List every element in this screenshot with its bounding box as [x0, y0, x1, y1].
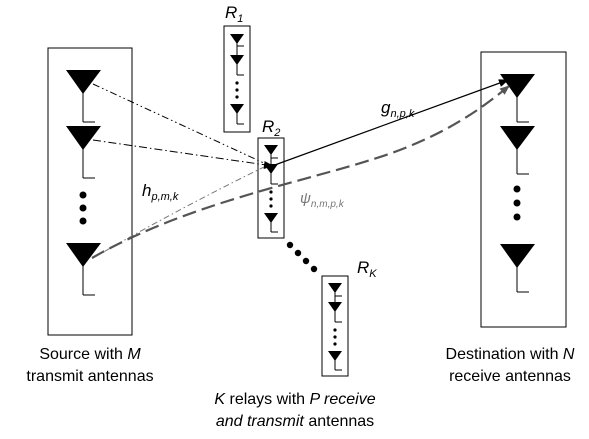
source-antenna-2: [66, 126, 101, 179]
channel-psi-label: ψn,m,p,k: [300, 190, 345, 210]
relays-caption: K relays with P receive: [214, 391, 375, 408]
destination-box: [480, 51, 567, 328]
link-source-antenna-2-to-relay: [92, 139, 267, 166]
destination-antenna-array: [480, 51, 567, 328]
destination-antenna-n: [500, 244, 535, 293]
link-source-antenna-m-to-relay: [92, 165, 267, 259]
relays-ellipsis-dots: [286, 241, 318, 273]
channel-h-label: hp,m,k: [142, 181, 179, 203]
destination-caption-line-2: receive antennas: [449, 368, 571, 385]
relay-k-box: [321, 275, 349, 377]
source-ellipsis-dots: [79, 191, 87, 225]
destination-antenna-2: [500, 126, 535, 175]
source-antenna-m: [66, 243, 101, 296]
relay-to-destination-link: [271, 79, 509, 167]
destination-ellipsis-dots: [513, 185, 521, 221]
relay-k: [321, 275, 349, 377]
channel-g-label: gn,p,k: [381, 98, 415, 120]
relay-1: [223, 25, 251, 133]
destination-caption: Destination with N: [446, 346, 575, 363]
link-source-antenna-1-to-relay: [92, 83, 267, 165]
relays-caption-line-2: and transmit antennas: [216, 413, 374, 430]
source-to-relay-links: [92, 83, 274, 259]
relay-2: [257, 137, 285, 239]
relay-2-box: [257, 137, 285, 239]
source-box: [47, 47, 133, 336]
relay-2-label: R2: [262, 117, 280, 139]
source-antenna-array: [47, 47, 133, 336]
direct-source-to-destination-link: [91, 85, 510, 259]
relay-k-label: RK: [357, 258, 377, 280]
source-caption-line-2: transmit antennas: [26, 368, 153, 385]
source-caption: Source with M: [39, 346, 141, 363]
source-antenna-1: [66, 70, 101, 123]
relay-1-box: [223, 25, 251, 133]
relay-1-label: R1: [225, 3, 243, 25]
